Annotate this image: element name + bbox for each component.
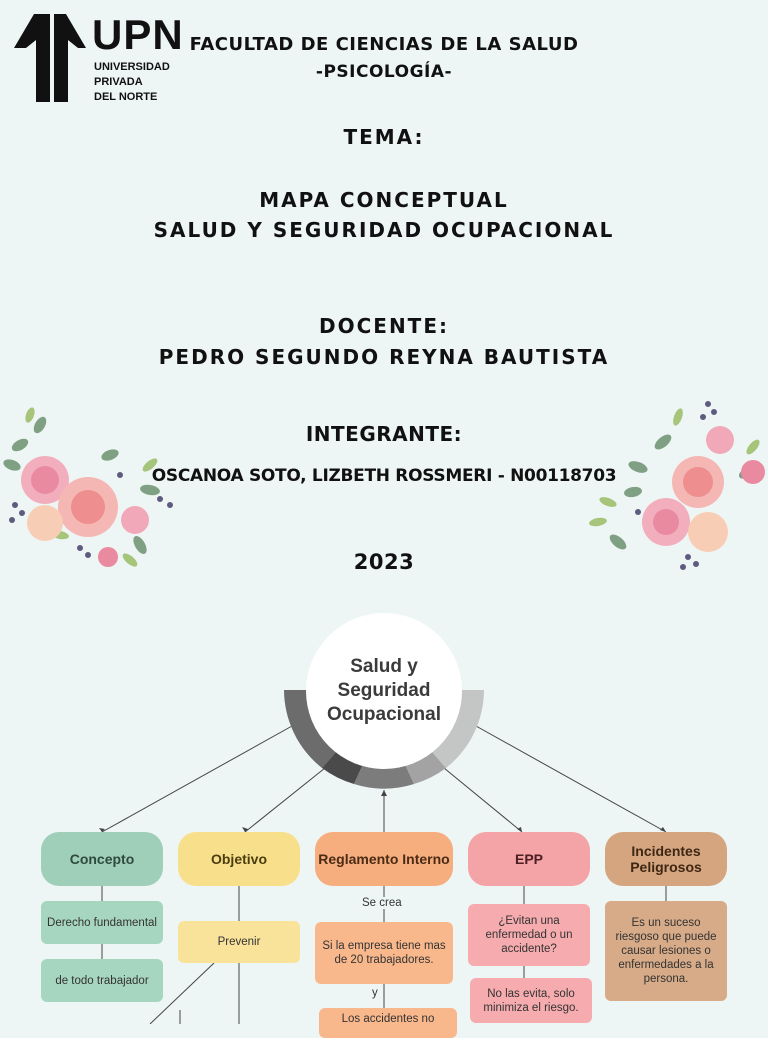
branch-epp: EPP	[468, 832, 590, 886]
faculty-title: FACULTAD DE CIENCIAS DE LA SALUD	[189, 34, 579, 55]
year: 2023	[353, 550, 415, 574]
tema-label: TEMA:	[343, 125, 425, 149]
branch-objetivo: Objetivo	[178, 832, 300, 886]
logo-brand: UPN	[92, 11, 184, 58]
logo-line2: PRIVADA	[94, 76, 143, 88]
career-title: -PSICOLOGÍA-	[315, 62, 453, 82]
branch-incidentes: Incidentes Peligrosos	[605, 832, 727, 886]
logo-line3: DEL NORTE	[94, 91, 158, 103]
upn-arrow-icon	[14, 14, 86, 102]
upn-logo: UPN UNIVERSIDAD PRIVADA DEL NORTE	[14, 14, 183, 106]
reglamento-connector-1: Se crea	[360, 897, 404, 909]
docente-label: DOCENTE:	[319, 314, 449, 338]
topic-line2: SALUD Y SEGURIDAD OCUPACIONAL	[153, 218, 615, 242]
objetivo-box-1: Prevenir	[178, 921, 300, 963]
concepto-box-2: de todo trabajador	[41, 959, 163, 1002]
concepto-box-1: Derecho fundamental	[41, 901, 163, 944]
reglamento-box-1: Si la empresa tiene mas de 20 trabajador…	[315, 922, 453, 984]
incidentes-box-1: Es un suceso riesgoso que puede causar l…	[605, 901, 727, 1001]
branch-concepto: Concepto	[41, 832, 163, 886]
flower-bouquet-left-icon	[3, 407, 173, 567]
logo-line1: UNIVERSIDAD	[94, 61, 170, 73]
flower-bouquet-right-icon	[589, 401, 765, 570]
integrante-label: INTEGRANTE:	[305, 422, 463, 446]
center-title: Salud y Seguridad Ocupacional	[306, 613, 462, 769]
epp-box-2: No las evita, solo minimiza el riesgo.	[470, 978, 592, 1023]
docente-name: PEDRO SEGUNDO REYNA BAUTISTA	[158, 345, 610, 369]
branch-reglamento: Reglamento Interno	[315, 832, 453, 886]
epp-box-1: ¿Evitan una enfermedad o un accidente?	[468, 904, 590, 966]
logo-subtitle: UNIVERSIDAD PRIVADA DEL NORTE	[94, 60, 170, 105]
reglamento-connector-2: y	[370, 987, 380, 999]
integrante-name: OSCANOA SOTO, LIZBETH ROSSMERI - N001187…	[151, 466, 617, 486]
reglamento-box-2: Los accidentes no	[319, 1008, 457, 1038]
topic-line1: MAPA CONCEPTUAL	[259, 188, 509, 212]
